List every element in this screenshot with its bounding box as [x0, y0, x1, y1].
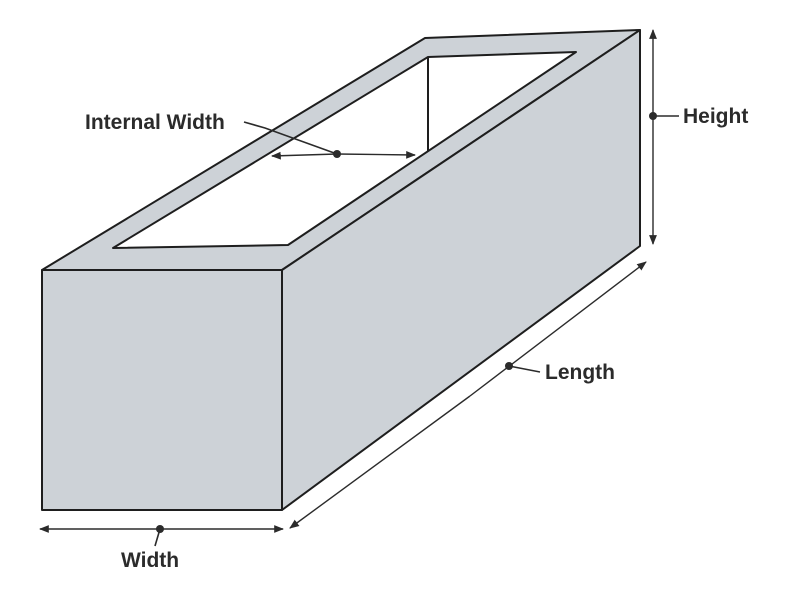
length-label: Length — [545, 361, 615, 384]
internal-width-arrow — [271, 151, 338, 160]
length-dot — [505, 362, 513, 370]
length-leader — [508, 365, 541, 373]
length-dimension: Length — [289, 261, 647, 529]
width-dot — [156, 525, 164, 533]
height-dimension: Height — [649, 29, 748, 245]
width-dimension: Width — [39, 525, 284, 572]
box-front-face — [41, 269, 283, 511]
width-label: Width — [121, 549, 179, 572]
box-inner-opening — [112, 51, 577, 249]
internal-width-dot — [333, 150, 341, 158]
length-arrow — [289, 395, 471, 529]
internal-width-arrow — [336, 150, 416, 159]
internal-width-dimension: Internal Width — [85, 111, 416, 160]
height-label: Height — [683, 105, 748, 128]
internal-width-leader — [243, 121, 338, 155]
internal-width-label: Internal Width — [85, 111, 225, 134]
height-dot — [649, 112, 657, 120]
length-arrow — [469, 261, 647, 397]
box — [41, 29, 641, 511]
